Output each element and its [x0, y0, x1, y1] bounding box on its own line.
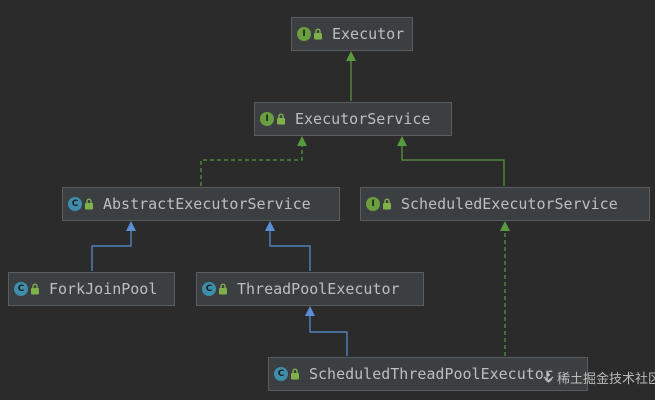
edge-threadpoolexecutor-to-abstractexecutorservice	[265, 221, 311, 271]
watermark: 稀土掘金技术社区	[543, 368, 655, 387]
lock-icon	[383, 198, 391, 210]
edge-scheduledexecutorservice-to-executorservice	[397, 136, 505, 186]
interface-icon: I	[297, 27, 311, 41]
edge-abstractexecutorservice-to-executorservice	[200, 136, 307, 186]
class-icon: C	[68, 197, 82, 211]
class-icon: C	[202, 282, 216, 296]
lock-icon	[85, 198, 93, 210]
node-label: ThreadPoolExecutor	[237, 280, 400, 298]
node-label: ScheduledExecutorService	[401, 195, 618, 213]
node-executor[interactable]: I Executor	[291, 17, 413, 51]
lock-icon	[31, 283, 39, 295]
node-label: Executor	[332, 25, 405, 43]
lock-icon	[219, 283, 227, 295]
lock-icon	[314, 28, 322, 40]
juejin-logo-icon	[543, 372, 554, 383]
class-icon: C	[14, 282, 28, 296]
interface-icon: I	[366, 197, 380, 211]
node-abstractexecutorservice[interactable]: C AbstractExecutorService	[62, 187, 340, 221]
class-icon: C	[274, 367, 288, 381]
node-scheduledthreadpoolexecutor[interactable]: C ScheduledThreadPoolExecutor	[268, 357, 588, 391]
node-executorservice[interactable]: I ExecutorService	[254, 102, 452, 136]
interface-icon: I	[260, 112, 274, 126]
node-label: AbstractExecutorService	[103, 195, 311, 213]
watermark-text: 稀土掘金技术社区	[557, 372, 655, 387]
node-scheduledexecutorservice[interactable]: I ScheduledExecutorService	[360, 187, 650, 221]
node-forkjoinpool[interactable]: C ForkJoinPool	[8, 272, 175, 306]
node-label: ForkJoinPool	[49, 280, 158, 298]
node-label: ScheduledThreadPoolExecutor	[309, 365, 553, 383]
node-threadpoolexecutor[interactable]: C ThreadPoolExecutor	[196, 272, 424, 306]
edge-forkjoinpool-to-abstractexecutorservice	[91, 221, 136, 271]
lock-icon	[277, 113, 285, 125]
edge-scheduledthreadpoolexecutor-to-threadpoolexecutor	[305, 306, 348, 356]
lock-icon	[291, 368, 299, 380]
node-label: ExecutorService	[295, 110, 431, 128]
